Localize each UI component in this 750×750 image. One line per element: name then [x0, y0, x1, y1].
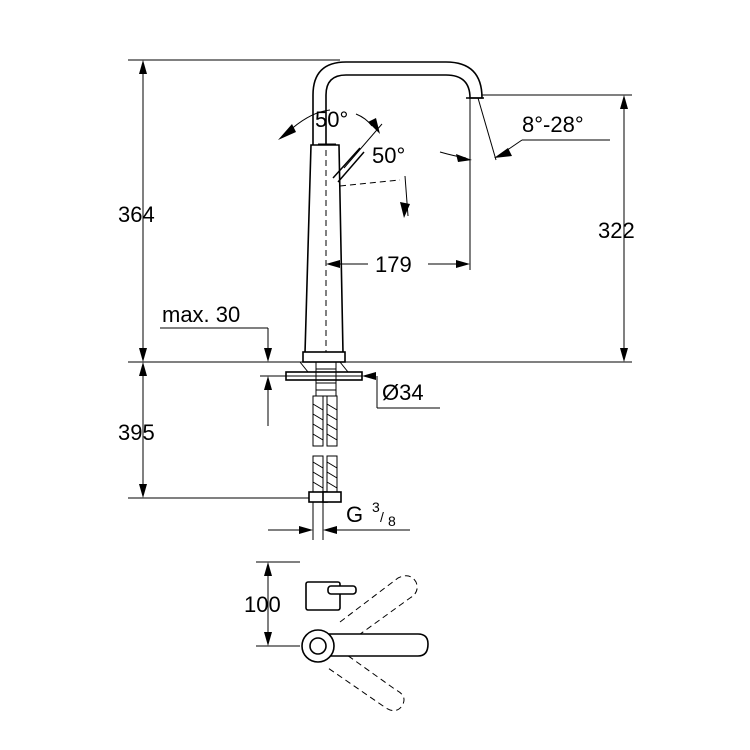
faucet-body — [302, 61, 484, 363]
dim-spout-reach: 179 — [326, 98, 471, 277]
dim-thread-numerator: 3 — [372, 499, 380, 515]
dim-spout-height-label: 322 — [598, 218, 635, 243]
supply-hoses — [308, 395, 342, 503]
dim-total-height: 364 — [118, 60, 155, 362]
extension-lines — [128, 59, 632, 647]
dim-lever-angle-side: 50° — [372, 143, 410, 218]
dim-total-height-label: 364 — [118, 202, 155, 227]
dim-spout-tilt-label: 8°-28° — [522, 112, 584, 137]
dim-thread: G 3 / 8 — [268, 499, 410, 540]
dim-lever-offset-label: 100 — [244, 592, 281, 617]
dim-lever-angle-side-label: 50° — [372, 143, 405, 168]
dim-thread-slash: / — [380, 509, 384, 525]
dim-hose-length: 395 — [118, 362, 155, 498]
dim-hole-diameter-label: Ø34 — [382, 380, 424, 405]
dim-spout-reach-label: 179 — [375, 252, 412, 277]
dim-lever-angle-top-label: 50° — [315, 107, 348, 132]
dim-spout-height: 322 — [598, 95, 635, 362]
dim-lever-angle-top: 50° — [278, 96, 383, 169]
dim-max-deck: max. 30 — [160, 302, 300, 426]
dim-max-deck-label: max. 30 — [162, 302, 240, 327]
dim-hose-length-label: 395 — [118, 420, 155, 445]
dim-thread-denominator: 8 — [388, 513, 396, 529]
dim-thread-letter: G — [346, 502, 363, 527]
plan-view: 100 — [244, 562, 429, 712]
dim-spout-tilt: 8°-28° — [439, 97, 610, 162]
dim-hole-diameter: Ø34 — [362, 372, 440, 409]
mounting-hardware — [285, 361, 363, 397]
